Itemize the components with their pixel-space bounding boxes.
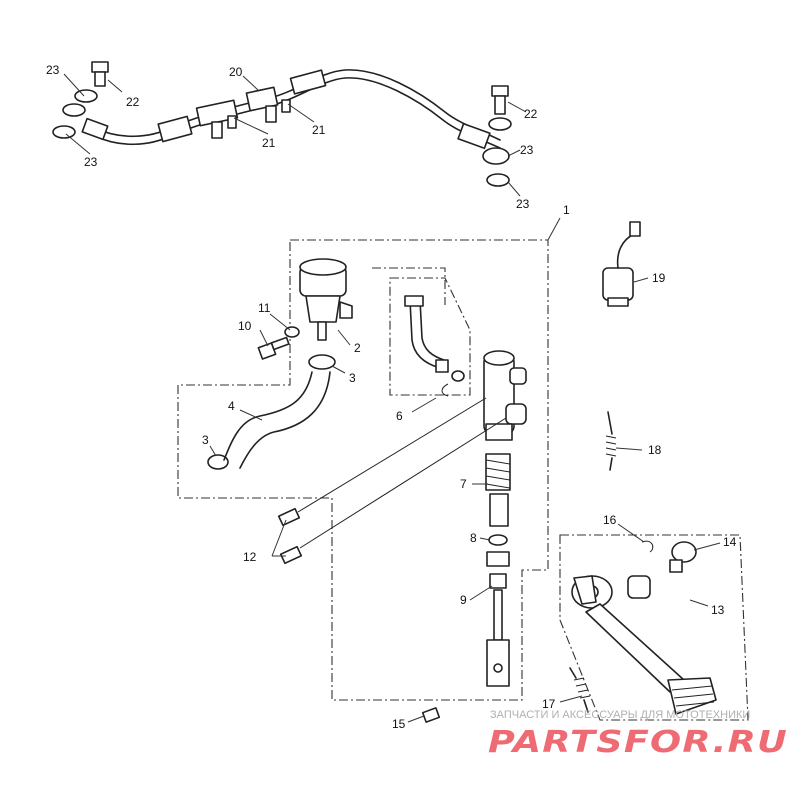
callout-numbers: 1 2 3 3 4 6 7 8 9 10 11 12 13 14 15 16 1… bbox=[46, 63, 737, 731]
callout-21-left: 21 bbox=[262, 136, 276, 150]
spring-and-piston bbox=[485, 453, 511, 527]
brake-hose bbox=[81, 69, 501, 150]
mounting-bolts bbox=[277, 397, 507, 565]
brake-light-switch bbox=[602, 221, 641, 307]
assembly-outlines bbox=[177, 239, 749, 721]
callout-23-bottom-right: 23 bbox=[516, 197, 530, 211]
callout-16: 16 bbox=[603, 513, 617, 527]
callout-8: 8 bbox=[470, 531, 477, 545]
connector-pipe bbox=[404, 295, 465, 397]
callout-23-top-left: 23 bbox=[46, 63, 60, 77]
callout-23-bottom-left: 23 bbox=[84, 155, 98, 169]
callout-1: 1 bbox=[563, 203, 570, 217]
callout-14: 14 bbox=[723, 535, 737, 549]
callout-3-upper: 3 bbox=[349, 371, 356, 385]
hose-clamps bbox=[207, 354, 336, 470]
watermark: ЗАПЧАСТИ И АКСЕССУАРЫ ДЛЯ МОТОТЕХНИКИ PA… bbox=[488, 709, 788, 760]
callout-23-mid-right: 23 bbox=[520, 143, 534, 157]
callout-11: 11 bbox=[258, 301, 271, 315]
pedal-spring bbox=[569, 667, 591, 713]
master-cylinder bbox=[483, 350, 527, 441]
callout-12: 12 bbox=[243, 550, 257, 564]
callout-22-left: 22 bbox=[126, 95, 140, 109]
callout-15: 15 bbox=[392, 717, 406, 731]
return-spring bbox=[605, 411, 617, 471]
leader-lines bbox=[63, 73, 721, 723]
callout-20: 20 bbox=[229, 65, 243, 79]
callout-21-right: 21 bbox=[312, 123, 326, 137]
callout-4: 4 bbox=[228, 399, 235, 413]
banjo-bolts-and-washers bbox=[52, 61, 512, 187]
callout-2: 2 bbox=[354, 341, 361, 355]
callout-10: 10 bbox=[238, 319, 252, 333]
brake-pedal bbox=[571, 540, 717, 715]
watermark-logo: PARTSFOR.RU bbox=[488, 725, 788, 760]
callout-7: 7 bbox=[460, 477, 467, 491]
callout-19: 19 bbox=[652, 271, 666, 285]
callout-18: 18 bbox=[648, 443, 662, 457]
callout-13: 13 bbox=[711, 603, 725, 617]
callout-22-right: 22 bbox=[524, 107, 538, 121]
callout-6: 6 bbox=[396, 409, 403, 423]
watermark-caption: ЗАПЧАСТИ И АКСЕССУАРЫ ДЛЯ МОТОТЕХНИКИ bbox=[490, 709, 750, 721]
callout-3-lower: 3 bbox=[202, 433, 209, 447]
clevis-pin bbox=[421, 707, 441, 723]
callout-17: 17 bbox=[542, 697, 556, 711]
seal bbox=[488, 534, 508, 546]
reservoir-hose bbox=[223, 371, 331, 469]
bolt-and-washer bbox=[257, 326, 300, 360]
pushrod bbox=[486, 551, 510, 687]
callout-9: 9 bbox=[460, 593, 467, 607]
reservoir bbox=[299, 258, 353, 341]
